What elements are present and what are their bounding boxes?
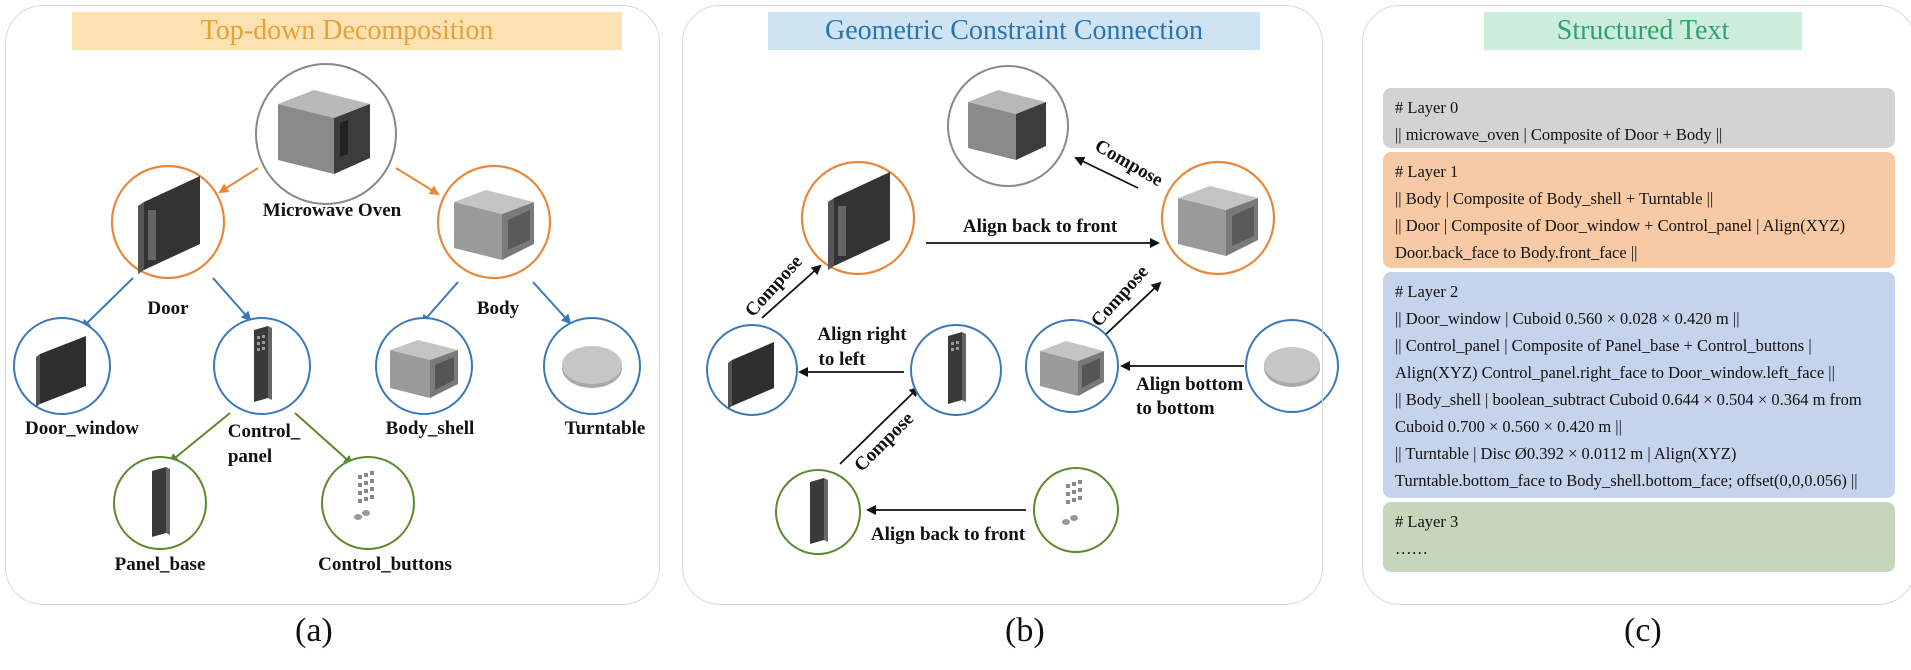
layer-1-line-1: || Body | Composite of Body_shell + Turn… (1395, 189, 1714, 208)
layer-2-line-5: Cuboid 0.700 × 0.560 × 0.420 m || (1395, 417, 1622, 436)
layer-3-line-1: …… (1395, 539, 1428, 558)
layer-0-line-1: || microwave_oven | Composite of Door + … (1395, 125, 1723, 144)
panel-c: Structured Text # Layer 0 || microwave_o… (1362, 5, 1911, 605)
layer-2-line-0: # Layer 2 (1395, 282, 1459, 301)
layer-2-line-2: || Control_panel | Composite of Panel_ba… (1395, 336, 1812, 355)
caption-c: (c) (1624, 612, 1662, 649)
caption-b: (b) (1005, 612, 1045, 649)
layer-0-line-0: # Layer 0 (1395, 98, 1459, 117)
caption-a: (a) (295, 612, 333, 649)
layer-2-line-1: || Door_window | Cuboid 0.560 × 0.028 × … (1395, 309, 1740, 328)
layer-1-box: # Layer 1 || Body | Composite of Body_sh… (1383, 152, 1895, 268)
layer-0-box: # Layer 0 || microwave_oven | Composite … (1383, 88, 1895, 148)
panel-b-title: Geometric Constraint Connection (768, 12, 1260, 50)
panel-b: Geometric Constraint Connection (682, 5, 1323, 605)
layer-1-line-3: Door.back_face to Body.front_face || (1395, 243, 1638, 262)
layer-2-box: # Layer 2 || Door_window | Cuboid 0.560 … (1383, 272, 1895, 498)
layer-2-line-4: || Body_shell | boolean_subtract Cuboid … (1395, 390, 1862, 409)
panel-a: Top-down Decomposition (5, 5, 660, 605)
panel-a-title: Top-down Decomposition (72, 12, 622, 50)
panel-c-title: Structured Text (1484, 12, 1802, 50)
layer-3-line-0: # Layer 3 (1395, 512, 1459, 531)
layer-1-line-2: || Door | Composite of Door_window + Con… (1395, 216, 1846, 235)
layer-2-line-7: Turntable.bottom_face to Body_shell.bott… (1395, 471, 1858, 490)
layer-3-box: # Layer 3 …… (1383, 502, 1895, 572)
layer-2-line-3: Align(XYZ) Control_panel.right_face to D… (1395, 363, 1835, 382)
layer-1-line-0: # Layer 1 (1395, 162, 1459, 181)
layer-2-line-6: || Turntable | Disc Ø0.392 × 0.0112 m | … (1395, 444, 1737, 463)
